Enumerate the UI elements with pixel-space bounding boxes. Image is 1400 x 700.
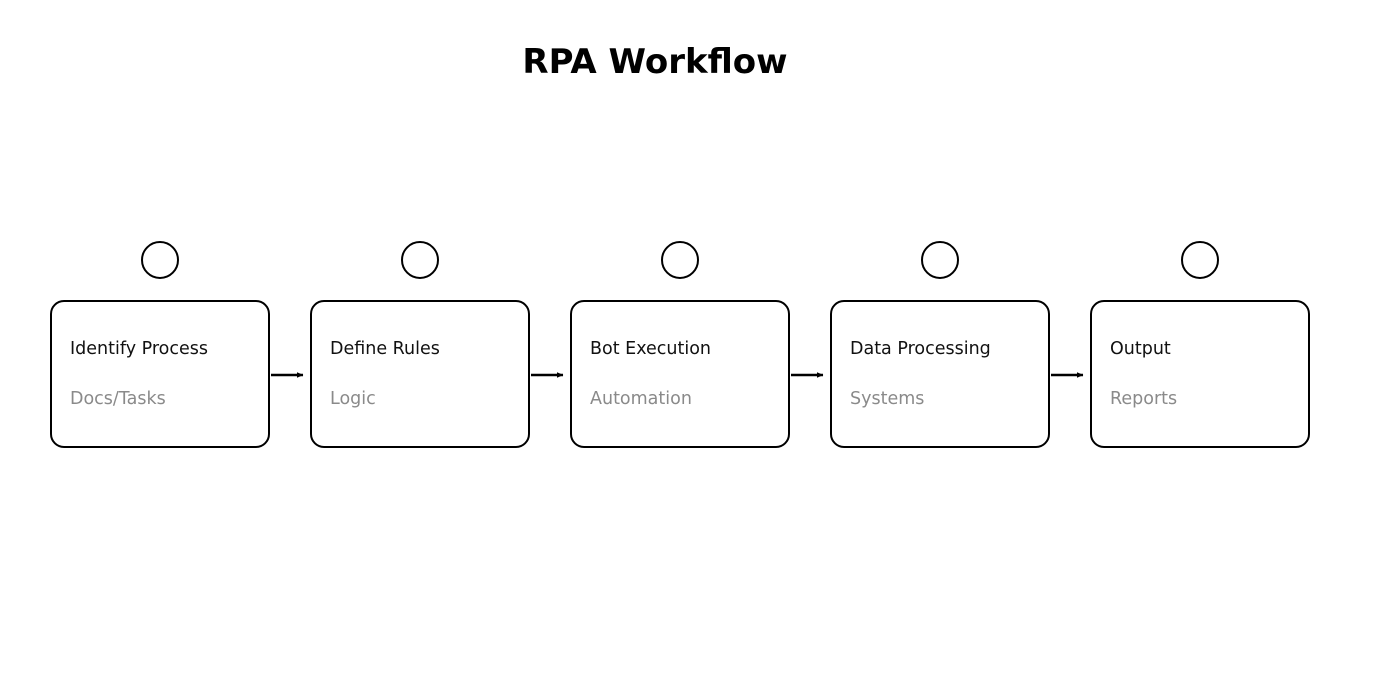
node-subtitle-output: Reports (1110, 389, 1178, 409)
node-title-define-rules: Define Rules (330, 339, 440, 359)
node-title-identify-process: Identify Process (70, 339, 209, 359)
node-subtitle-bot-execution: Automation (590, 389, 692, 409)
node-title-bot-execution: Bot Execution (590, 339, 712, 359)
circle-icon-output (1181, 241, 1219, 279)
node-title-output: Output (1110, 339, 1171, 359)
node-output[interactable]: Output Reports (1090, 300, 1310, 448)
node-bot-execution[interactable]: Bot Execution Automation (570, 300, 790, 448)
circle-icon-identify-process (141, 241, 179, 279)
node-subtitle-define-rules: Logic (330, 389, 376, 409)
node-identify-process[interactable]: Identify Process Docs/Tasks (50, 300, 270, 448)
node-subtitle-identify-process: Docs/Tasks (70, 389, 166, 409)
node-subtitle-data-processing: Systems (850, 389, 925, 409)
circle-icon-bot-execution (661, 241, 699, 279)
node-define-rules[interactable]: Define Rules Logic (310, 300, 530, 448)
page-title: RPA Workflow (522, 42, 788, 82)
circle-icon-define-rules (401, 241, 439, 279)
node-title-data-processing: Data Processing (850, 339, 991, 359)
node-data-processing[interactable]: Data Processing Systems (830, 300, 1050, 448)
circle-icon-data-processing (921, 241, 959, 279)
